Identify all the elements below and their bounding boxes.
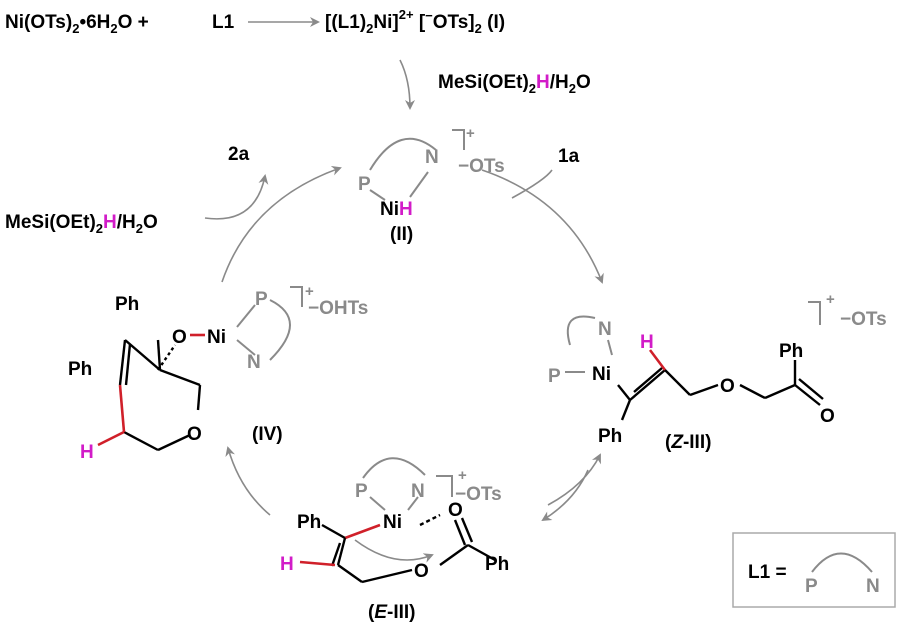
svg-text:Ni: Ni [207, 327, 226, 348]
complex-Z-III: N P Ni H Ph Ph O O (Z-III) + −OTs [548, 291, 887, 453]
svg-text:Ph: Ph [485, 554, 509, 575]
svg-text:(E-III): (E-III) [368, 602, 416, 623]
svg-text:N: N [866, 576, 880, 597]
svg-text:(II): (II) [390, 224, 413, 245]
cycle-arrow-ZIII-to-EIII [541, 469, 589, 522]
svg-text:Ni: Ni [592, 364, 611, 385]
substrate-entry-arrow [511, 169, 553, 199]
svg-text:N: N [411, 481, 425, 502]
svg-text:−OTs: −OTs [840, 309, 887, 330]
svg-text:P: P [358, 174, 371, 195]
cycle-arrow-EIII-to-ZIII [547, 453, 601, 506]
complex-II: P N NiH (II) + −OTs [358, 125, 505, 245]
svg-text:O: O [187, 424, 202, 445]
svg-text:O: O [172, 327, 187, 348]
ligand-legend: L1 = P N [732, 532, 896, 608]
svg-text:P: P [548, 366, 561, 387]
svg-text:L1 =: L1 = [748, 562, 787, 583]
svg-text:N: N [598, 319, 612, 340]
svg-text:N: N [425, 147, 439, 168]
silane-reagent-left: MeSi(OEt)2H/H2O [5, 212, 158, 236]
ligand-label: L1 [212, 12, 235, 33]
complex-E-III: P N Ni O Ph Ph H O (E-III) + −OTs [280, 457, 509, 623]
svg-text:NiH: NiH [380, 199, 413, 220]
svg-text:Ph: Ph [297, 512, 321, 533]
svg-text:N: N [247, 352, 261, 373]
cycle-arrow-II-to-ZIII [481, 169, 604, 284]
svg-text:O: O [820, 406, 835, 427]
svg-text:O: O [414, 561, 429, 582]
svg-text:−OHTs: −OHTs [308, 298, 368, 319]
svg-text:−OTs: −OTs [458, 156, 505, 177]
svg-text:Ph: Ph [779, 341, 803, 362]
svg-text:(IV): (IV) [252, 424, 283, 445]
product-release-arrow [204, 174, 269, 220]
svg-text:Ph: Ph [598, 426, 622, 447]
activation-arrow [399, 59, 415, 110]
svg-text:+: + [458, 467, 467, 484]
svg-text:−OTs: −OTs [455, 484, 502, 505]
svg-text:O: O [720, 376, 735, 397]
precatalyst-formula: [(L1)2Ni]2+ [−OTs]2 (I) [325, 7, 505, 36]
complex-IV: Ph Ph O Ni P N O H (IV) + −OHTs [68, 283, 368, 463]
svg-text:Ph: Ph [68, 359, 92, 380]
svg-text:+: + [466, 125, 475, 142]
svg-text:Ni: Ni [383, 512, 402, 533]
silane-reagent-top: MeSi(OEt)2H/H2O [438, 72, 591, 96]
svg-text:P: P [355, 481, 368, 502]
svg-text:+: + [305, 283, 314, 300]
product-2a-label: 2a [228, 144, 250, 165]
svg-text:P: P [805, 576, 818, 597]
svg-text:H: H [80, 442, 94, 463]
svg-text:Ph: Ph [115, 294, 139, 315]
svg-text:H: H [640, 332, 654, 353]
reactant-formula: Ni(OTs)2•6H2O + [5, 12, 149, 36]
svg-text:+: + [826, 291, 835, 308]
svg-text:O: O [448, 500, 463, 521]
cycle-arrow-IV-to-II [221, 165, 342, 283]
substrate-1a-label: 1a [558, 146, 580, 167]
svg-text:(Z-III): (Z-III) [665, 432, 711, 453]
svg-text:H: H [280, 554, 294, 575]
svg-text:P: P [255, 289, 268, 310]
cycle-arrow-EIII-to-IV [225, 446, 271, 516]
